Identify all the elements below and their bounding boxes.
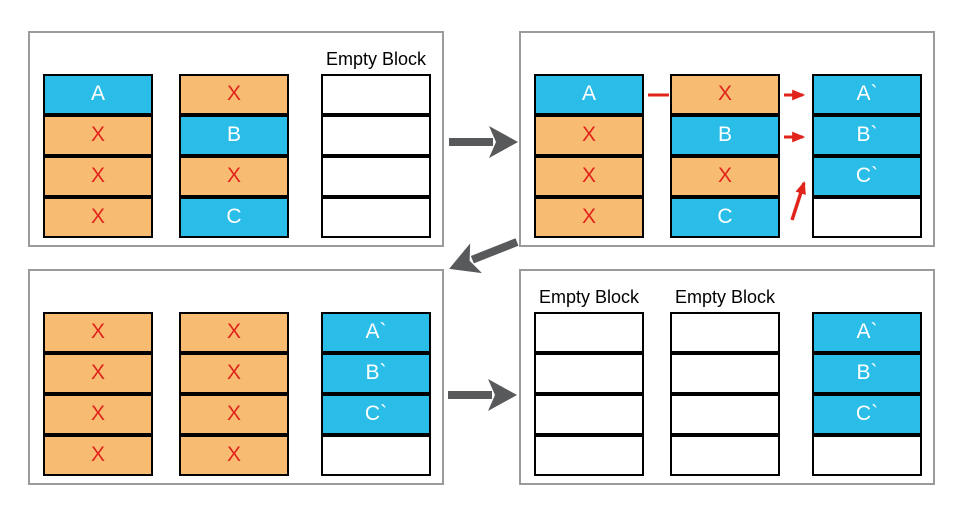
empty-page-cell [534, 353, 644, 394]
step-2-block-column-3: A`B`C` [812, 45, 922, 238]
empty-block-label: Empty Block [325, 49, 427, 69]
valid-page-cell: A [534, 74, 644, 115]
step-4-block-column-3: A`B`C` [812, 283, 922, 476]
empty-block-label [670, 45, 780, 74]
valid-page-cell: B` [812, 115, 922, 156]
empty-block-label [43, 45, 153, 74]
empty-page-cell [321, 156, 431, 197]
valid-page-cell: B` [812, 353, 922, 394]
invalid-page-cell: X [179, 156, 289, 197]
valid-page-cell: C [179, 197, 289, 238]
empty-page-cell [670, 312, 780, 353]
valid-page-cell: A` [812, 74, 922, 115]
empty-page-cell [812, 435, 922, 476]
valid-page-cell: B [179, 115, 289, 156]
invalid-page-cell: X [534, 197, 644, 238]
invalid-page-cell: X [179, 312, 289, 353]
valid-page-cell: A` [321, 312, 431, 353]
valid-page-cell: C` [812, 156, 922, 197]
invalid-page-cell: X [179, 435, 289, 476]
empty-page-cell [321, 74, 431, 115]
invalid-page-cell: X [43, 197, 153, 238]
invalid-page-cell: X [534, 156, 644, 197]
empty-page-cell [670, 394, 780, 435]
step-4-block-column-1: Empty Block [534, 283, 644, 476]
empty-page-cell [812, 197, 922, 238]
invalid-page-cell: X [43, 435, 153, 476]
empty-block-label [179, 45, 289, 74]
valid-page-cell: A [43, 74, 153, 115]
invalid-page-cell: X [179, 394, 289, 435]
step-4-block-column-2: Empty Block [670, 283, 780, 476]
empty-block-label [321, 283, 431, 312]
empty-block-label [534, 45, 644, 74]
invalid-page-cell: X [179, 353, 289, 394]
invalid-page-cell: X [43, 312, 153, 353]
empty-page-cell [321, 435, 431, 476]
empty-block-label [812, 45, 922, 74]
empty-block-label [812, 283, 922, 312]
empty-page-cell [321, 197, 431, 238]
empty-page-cell [534, 312, 644, 353]
valid-page-cell: C` [321, 394, 431, 435]
flow-arrow-step1-to-step2-icon [449, 126, 518, 158]
invalid-page-cell: X [179, 74, 289, 115]
empty-page-cell [670, 435, 780, 476]
invalid-page-cell: X [534, 115, 644, 156]
invalid-page-cell: X [670, 156, 780, 197]
valid-page-cell: A` [812, 312, 922, 353]
valid-page-cell: B [670, 115, 780, 156]
valid-page-cell: C [670, 197, 780, 238]
valid-page-cell: B` [321, 353, 431, 394]
step-1-block-column-3: Empty Block [321, 45, 431, 238]
flow-arrow-step2-to-step3-icon [449, 238, 519, 274]
empty-page-cell [670, 353, 780, 394]
empty-block-label [43, 283, 153, 312]
step-3-block-column-3: A`B`C` [321, 283, 431, 476]
invalid-page-cell: X [43, 353, 153, 394]
invalid-page-cell: X [43, 115, 153, 156]
empty-block-label: Empty Block [538, 287, 640, 307]
invalid-page-cell: X [43, 156, 153, 197]
valid-page-cell: C` [812, 394, 922, 435]
empty-block-label [179, 283, 289, 312]
invalid-page-cell: X [43, 394, 153, 435]
empty-page-cell [534, 394, 644, 435]
flow-arrow-step3-to-step4-icon [448, 379, 517, 411]
invalid-page-cell: X [670, 74, 780, 115]
empty-block-label: Empty Block [674, 287, 776, 307]
empty-page-cell [534, 435, 644, 476]
empty-page-cell [321, 115, 431, 156]
